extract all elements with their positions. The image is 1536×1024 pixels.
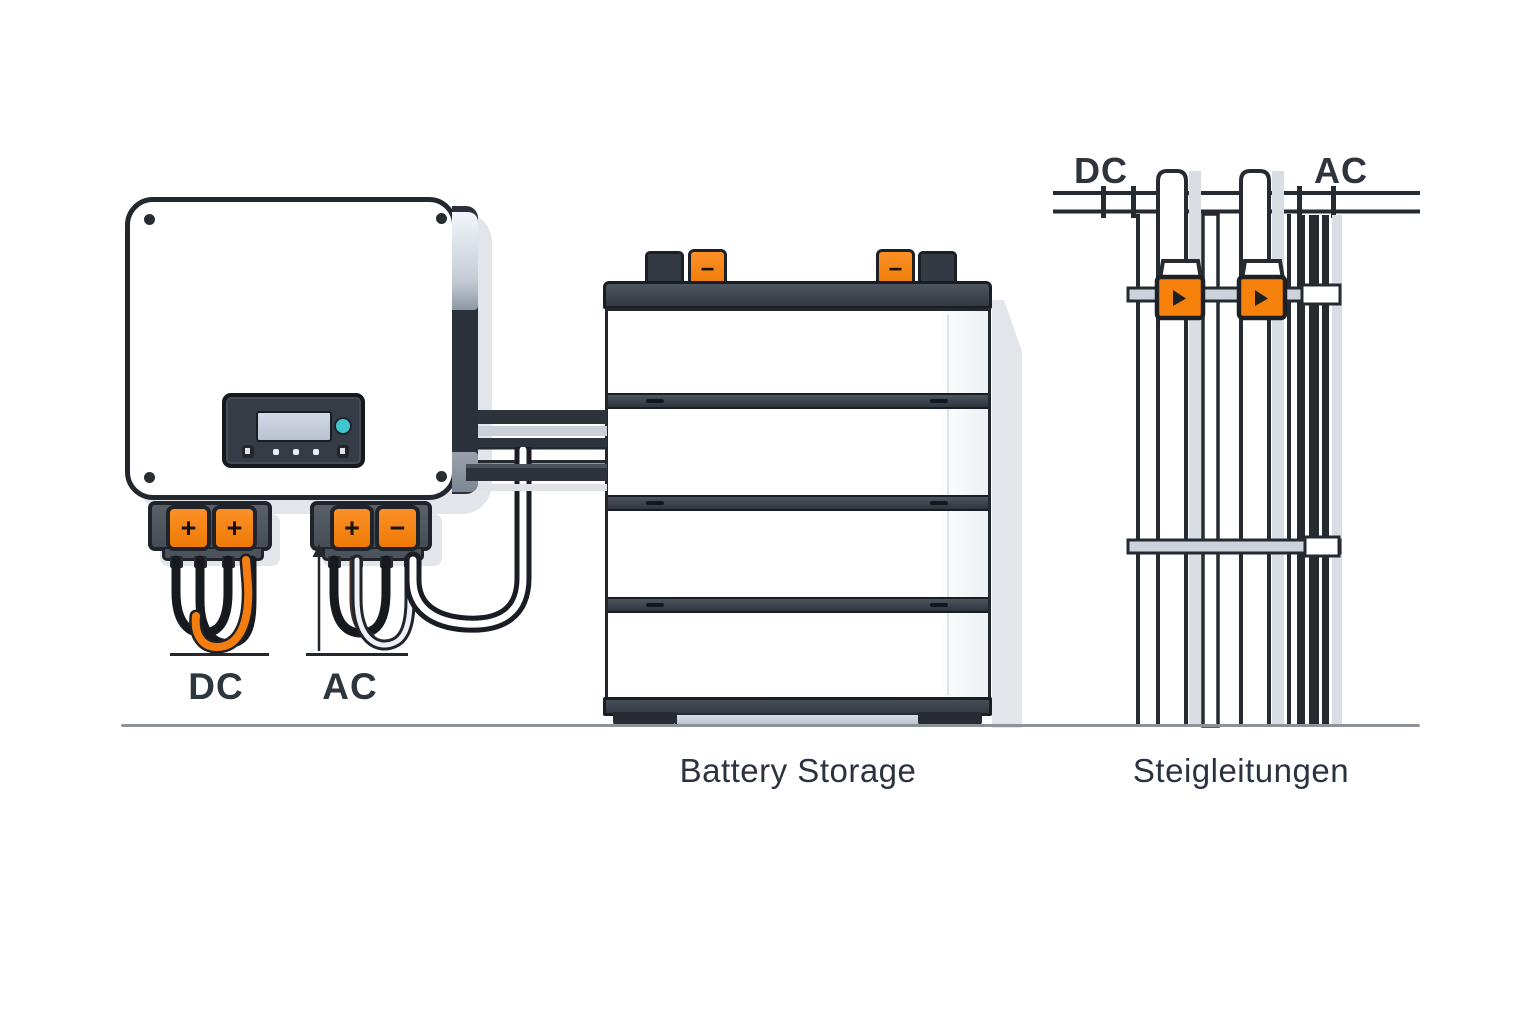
riser-thin-line: [1136, 214, 1140, 726]
ac-arrow: [312, 544, 326, 651]
riser-caption: Steigleitungen: [1132, 752, 1350, 789]
riser-bracket: [1126, 535, 1342, 558]
riser-black-pipe: [1297, 215, 1305, 726]
ac-connector-minus: −: [375, 505, 420, 551]
battery-module-separator: [608, 597, 988, 613]
corner-screw: [144, 472, 155, 483]
inverter-display: [222, 393, 365, 468]
conduit-back: [478, 446, 607, 464]
inverter-side-panel: [452, 206, 478, 494]
flow-arrow-icon: [1173, 290, 1186, 306]
battery-foot: [918, 712, 982, 725]
inverter-side-highlight-top: [452, 212, 478, 310]
status-led-icon: [334, 417, 352, 435]
conduit-front: [466, 410, 607, 491]
dc-connector-plus-1: +: [166, 505, 211, 551]
dc-connector-tab: [162, 549, 264, 561]
dc-underline: [170, 653, 269, 656]
dc-cables: [171, 553, 257, 654]
battery-foot: [613, 712, 675, 725]
battery-module-separator: [608, 393, 988, 409]
battery-shadow: [992, 300, 1022, 728]
display-button[interactable]: [273, 449, 279, 455]
display-button[interactable]: [242, 445, 254, 458]
ac-port-label: AC: [322, 666, 378, 707]
battery-module-separator: [608, 495, 988, 511]
riser-pipe-dc: [1156, 169, 1188, 726]
riser-dc-label: DC: [1074, 150, 1128, 191]
ac-cables: [329, 441, 532, 651]
riser-pipes: [1053, 169, 1420, 728]
battery-caption: Battery Storage: [679, 752, 917, 789]
display-button[interactable]: [337, 445, 349, 458]
dc-port-label: DC: [188, 666, 244, 707]
corner-screw: [436, 213, 447, 224]
ac-underline: [306, 653, 408, 656]
corner-screw: [436, 471, 447, 482]
display-button[interactable]: [313, 449, 319, 455]
riser-black-pipe: [1322, 215, 1329, 726]
corner-screw: [144, 214, 155, 225]
display-button[interactable]: [293, 449, 299, 455]
ground-line: [121, 724, 1420, 727]
riser-pipe-ac: [1239, 169, 1271, 726]
riser-black-pipe: [1309, 215, 1319, 726]
flow-arrow-icon: [1255, 290, 1268, 306]
ac-connector-plus: +: [330, 505, 374, 551]
display-screen: [256, 411, 332, 442]
battery-top-cap: [603, 281, 992, 309]
riser-ac-label: AC: [1314, 150, 1368, 191]
dc-connector-plus-2: +: [212, 505, 257, 551]
